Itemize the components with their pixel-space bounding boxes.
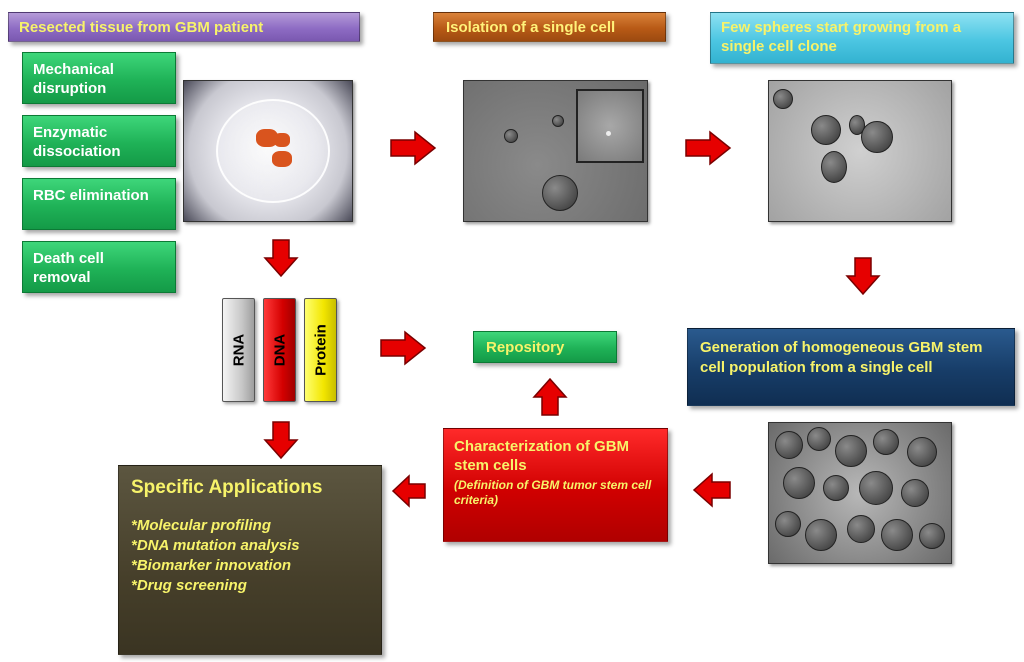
step-death-cell-removal: Death cell removal <box>22 241 176 293</box>
step-rbc-elimination: RBC elimination <box>22 178 176 230</box>
spheres-photo <box>768 80 952 222</box>
cell <box>552 115 564 127</box>
cell-sphere <box>807 427 831 451</box>
arrow-right-icon <box>390 130 437 166</box>
repository-box: Repository <box>473 331 617 363</box>
step-enzymatic-dissociation: Enzymatic dissociation <box>22 115 176 167</box>
characterization-note: (Definition of GBM tumor stem cell crite… <box>454 478 652 507</box>
step-mechanical-disruption: Mechanical disruption <box>22 52 176 104</box>
header-resected-tissue: Resected tissue from GBM patient <box>8 12 360 42</box>
arrow-left-icon <box>692 472 731 508</box>
tube-dna-label: DNA <box>271 333 288 367</box>
tube-dna: DNA <box>263 298 296 402</box>
petri-dish <box>216 99 330 203</box>
arrow-up-icon <box>532 377 568 416</box>
cell-sphere <box>783 467 815 499</box>
cell-sphere <box>542 175 578 211</box>
cell-sphere <box>847 515 875 543</box>
tube-protein: Protein <box>304 298 337 402</box>
single-cell <box>606 131 611 136</box>
tissue-piece <box>272 151 292 167</box>
arrow-left-icon <box>391 474 426 508</box>
tissue-piece <box>274 133 290 147</box>
tube-rna: RNA <box>222 298 255 402</box>
cell-sphere <box>775 511 801 537</box>
header-isolation: Isolation of a single cell <box>433 12 666 42</box>
tissue-piece <box>256 129 278 147</box>
single-cell-photo <box>463 80 648 222</box>
cell <box>504 129 518 143</box>
cell-sphere <box>859 471 893 505</box>
tissue-dish-photo <box>183 80 353 222</box>
application-item: *Drug screening <box>131 577 247 594</box>
cell-sphere <box>901 479 929 507</box>
cell-sphere <box>805 519 837 551</box>
application-item: *Biomarker innovation <box>131 557 292 574</box>
applications-heading: Specific Applications <box>131 477 323 498</box>
cell-sphere <box>919 523 945 549</box>
characterization-box: Characterization of GBM stem cells (Defi… <box>443 428 668 542</box>
cell-sphere <box>835 435 867 467</box>
application-item: *Molecular profiling <box>131 517 272 534</box>
arrow-down-icon <box>263 239 299 278</box>
arrow-right-icon <box>380 330 427 366</box>
generation-box: Generation of homogeneous GBM stem cell … <box>687 328 1015 406</box>
header-spheres-growing: Few spheres start growing from a single … <box>710 12 1014 64</box>
application-item: *DNA mutation analysis <box>131 537 300 554</box>
arrow-right-icon <box>685 130 732 166</box>
cell-sphere <box>861 121 893 153</box>
single-cell-inset <box>576 89 644 163</box>
cell-sphere <box>775 431 803 459</box>
cell-sphere <box>773 89 793 109</box>
arrow-down-icon <box>263 421 299 460</box>
applications-box: Specific Applications *Molecular profili… <box>118 465 382 655</box>
cell-sphere <box>881 519 913 551</box>
cell-sphere <box>873 429 899 455</box>
cell-sphere <box>823 475 849 501</box>
cell-sphere <box>811 115 841 145</box>
tube-rna-label: RNA <box>230 333 247 367</box>
arrow-down-icon <box>845 257 881 296</box>
characterization-title: Characterization of GBM stem cells <box>454 438 630 474</box>
cell-population-photo <box>768 422 952 564</box>
cell-sphere <box>821 151 847 183</box>
tube-protein-label: Protein <box>312 324 329 376</box>
cell-sphere <box>907 437 937 467</box>
